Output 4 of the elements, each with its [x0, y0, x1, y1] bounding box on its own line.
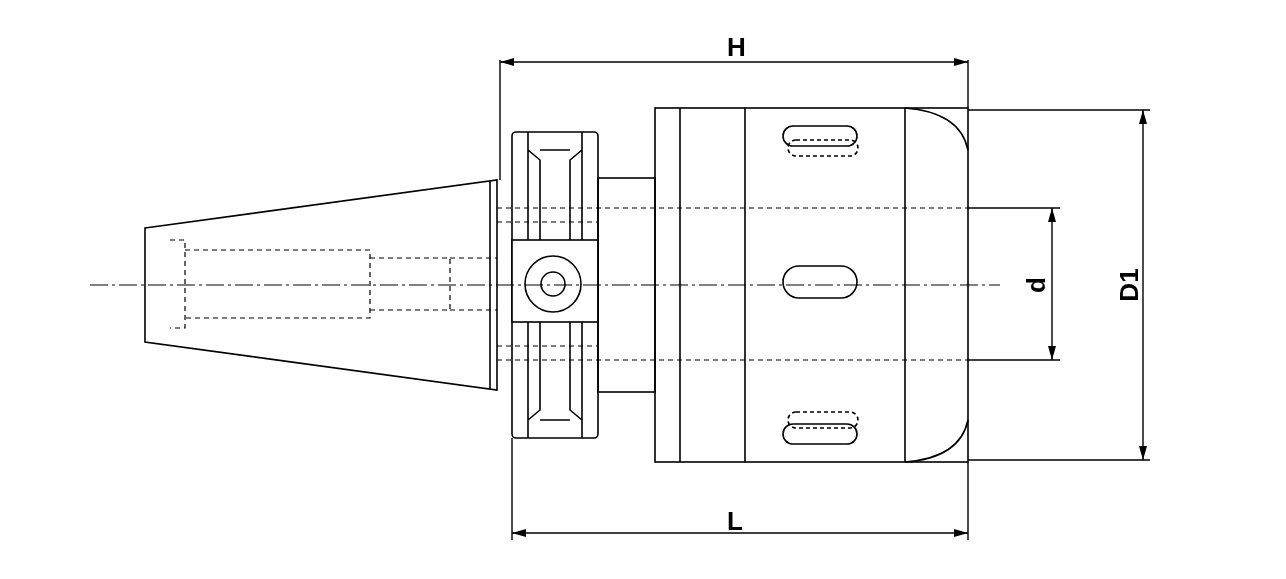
- dimension-label: L: [727, 508, 743, 534]
- dimension-label: d: [1022, 277, 1049, 293]
- dimension-label: D1: [1115, 268, 1142, 302]
- dimension-label: H: [727, 34, 746, 60]
